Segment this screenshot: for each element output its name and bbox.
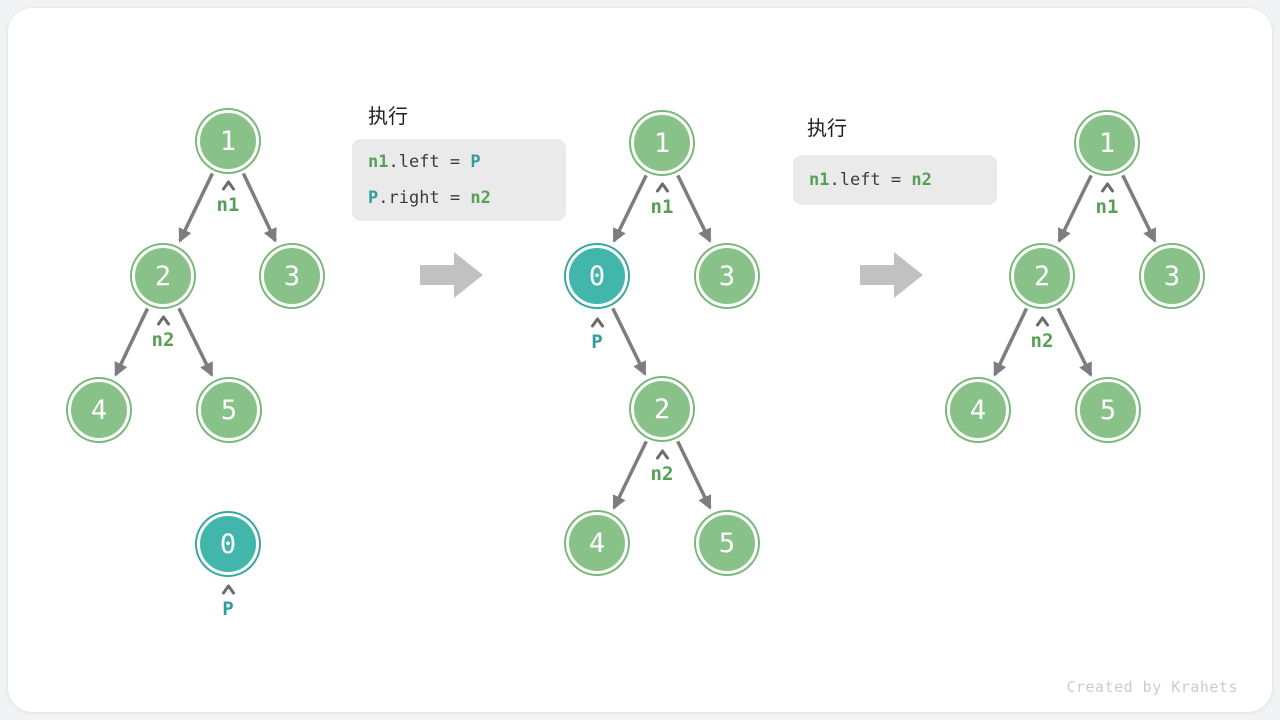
pointer-n2: n2 (622, 449, 702, 485)
tree-edge (612, 440, 648, 510)
tree-edge (114, 307, 150, 377)
tree-edge (241, 172, 277, 243)
node-value: 1 (1098, 127, 1116, 159)
caret-up-icon (1035, 316, 1049, 327)
caret-up-icon (655, 182, 669, 193)
caret-up-icon (156, 315, 170, 326)
tree-edge (1121, 174, 1157, 243)
tree-node-5: 5 (696, 512, 758, 574)
tree-edge (1056, 307, 1093, 377)
tree-node-0: 0 (566, 245, 628, 307)
node-value: 4 (588, 527, 606, 559)
code-token: n2 (470, 188, 491, 208)
tree-edge (993, 307, 1029, 377)
tree-edge (676, 440, 712, 510)
code-token: P (470, 152, 481, 172)
code-token: n1 (368, 152, 389, 172)
tree-node-3: 3 (696, 245, 758, 307)
tree-node-2: 2 (132, 245, 194, 307)
tree-edge (611, 307, 647, 376)
pointer-P: P (188, 584, 268, 620)
tree-node-5: 5 (198, 379, 260, 441)
tree-node-1: 1 (197, 110, 259, 172)
pointer-label: n1 (650, 196, 674, 218)
pointer-n2: n2 (123, 315, 203, 351)
code-line: n1.left = n2 (809, 162, 981, 198)
code-title: 执行 (368, 104, 408, 128)
node-value: 0 (588, 260, 606, 292)
caret-up-icon (221, 180, 235, 191)
tree-edge (177, 307, 214, 377)
tree-node-3: 3 (1141, 245, 1203, 307)
pointer-label: n1 (1095, 196, 1119, 218)
code-token: P (368, 188, 379, 208)
tree-node-5: 5 (1077, 379, 1139, 441)
tree-node-3: 3 (261, 245, 323, 307)
node-value: 1 (653, 127, 671, 159)
code-line: P.right = n2 (368, 180, 550, 216)
code-token: .left = (388, 152, 471, 172)
pointer-label: P (222, 598, 234, 620)
node-value: 3 (283, 260, 301, 292)
code-token: .right = (378, 188, 471, 208)
credit-text: Created by Krahets (1066, 678, 1238, 696)
code-line: n1.left = P (368, 144, 550, 180)
tree-node-4: 4 (68, 379, 130, 441)
node-value: 5 (718, 527, 736, 559)
node-value: 2 (154, 260, 172, 292)
tree-node-0: 0 (197, 513, 259, 575)
pointer-n2: n2 (1002, 316, 1082, 352)
node-value: 5 (220, 394, 238, 426)
tree-edge (178, 172, 214, 243)
pointer-n1: n1 (1067, 182, 1147, 218)
tree-edge (612, 174, 648, 243)
pointer-P: P (557, 317, 637, 353)
code-token: .left = (829, 170, 912, 190)
caret-up-icon (221, 584, 235, 595)
node-value: 0 (219, 528, 237, 560)
pointer-label: n2 (1030, 330, 1054, 352)
node-value: 4 (969, 394, 987, 426)
pointer-label: n1 (216, 194, 240, 216)
code-title: 执行 (807, 116, 847, 140)
node-value: 2 (1033, 260, 1051, 292)
tree-node-4: 4 (947, 379, 1009, 441)
tree-node-2: 2 (1011, 245, 1073, 307)
tree-node-1: 1 (631, 112, 693, 174)
pointer-n1: n1 (622, 182, 702, 218)
tree-node-2: 2 (631, 378, 693, 440)
pointer-label: n2 (151, 329, 175, 351)
step-right-arrow-icon (420, 252, 483, 302)
code-token: n1 (809, 170, 830, 190)
pointer-label: n2 (650, 463, 674, 485)
caret-up-icon (590, 317, 604, 328)
code-snippet-2: n1.left = n2 (793, 155, 997, 205)
caret-up-icon (655, 449, 669, 460)
pointer-n1: n1 (188, 180, 268, 216)
pointer-label: P (591, 331, 603, 353)
tree-node-4: 4 (566, 512, 628, 574)
node-value: 2 (653, 393, 671, 425)
tree-edge (676, 174, 712, 243)
node-value: 4 (90, 394, 108, 426)
node-value: 5 (1099, 394, 1117, 426)
tree-node-1: 1 (1076, 112, 1138, 174)
tree-edge (1057, 174, 1093, 243)
node-value: 1 (219, 125, 237, 157)
step-right-arrow-icon (860, 252, 923, 302)
node-value: 3 (1163, 260, 1181, 292)
node-value: 3 (718, 260, 736, 292)
caret-up-icon (1100, 182, 1114, 193)
code-token: n2 (911, 170, 932, 190)
